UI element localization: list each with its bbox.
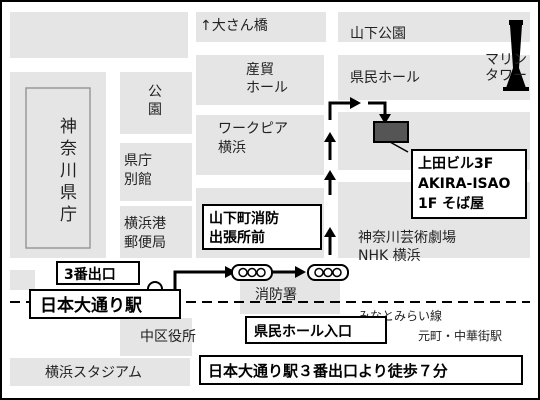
route xyxy=(173,101,387,290)
marine-tower-label: マリンタワー xyxy=(485,52,527,84)
workpia-label: ワークピア横浜 xyxy=(218,121,288,156)
kanagawa-pref-office-label: 神奈川県庁 xyxy=(60,117,77,225)
traffic-light-icon xyxy=(307,264,349,281)
destination-box xyxy=(411,149,527,219)
sanbo-hall-label: 産貿ホール xyxy=(246,62,288,96)
fire-branch-box xyxy=(202,204,322,250)
osanbashi-label: ↑大さん橋 xyxy=(200,18,268,34)
destination-building xyxy=(373,121,409,143)
fire-branch-label: 山下町消防出張所前 xyxy=(209,210,279,246)
yamashita-park-label: 山下公園 xyxy=(350,26,406,42)
station-label: 日本大通り駅 xyxy=(40,295,143,316)
exit3-label: 3番出口 xyxy=(64,266,116,283)
route-arrowheads xyxy=(225,97,391,278)
motomachi-station-label: 元町・中華街駅 xyxy=(418,328,502,343)
naka-ward-office-label: 中区役所 xyxy=(140,329,196,345)
yokohama-post-office-label: 横浜港郵便局 xyxy=(124,216,166,251)
fire-station-label: 消防署 xyxy=(255,287,297,303)
traffic-light-icon xyxy=(231,264,273,281)
marine-tower-icon xyxy=(503,20,529,91)
hall-entrance-box xyxy=(245,316,387,344)
kanagawa-pref-office-building xyxy=(25,87,91,249)
hall-entrance-label: 県民ホール入口 xyxy=(254,324,352,340)
directions-label: 日本大通り駅３番出口より徒歩７分 xyxy=(208,362,448,380)
exit3-box xyxy=(56,261,140,285)
directions-box xyxy=(199,355,523,385)
pref-annex-label: 県庁別館 xyxy=(124,153,152,188)
station-box xyxy=(29,289,181,319)
kenmin-hall-label: 県民ホール xyxy=(350,70,420,86)
park-label: 公園 xyxy=(148,84,162,118)
yokohama-stadium-label: 横浜スタジアム xyxy=(45,365,142,381)
